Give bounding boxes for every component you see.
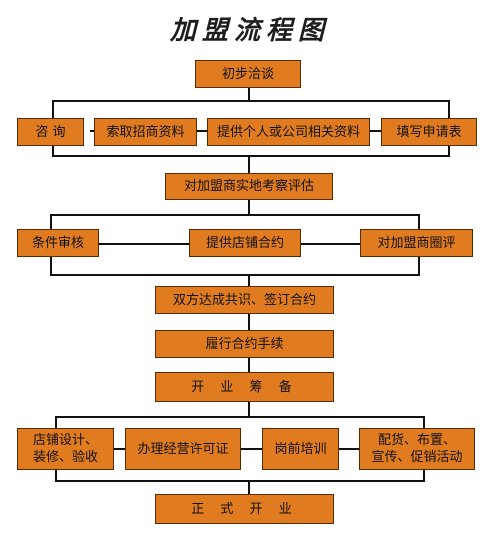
step-check-conditions: 条件审核 xyxy=(17,229,99,257)
connector xyxy=(248,274,250,286)
connector xyxy=(248,88,250,100)
connector xyxy=(248,402,250,416)
step-evaluate: 对加盟商圈评 xyxy=(360,229,473,257)
step-initial-talks: 初步洽谈 xyxy=(195,60,301,88)
diagram-title: 加盟流程图 xyxy=(169,16,330,46)
step-logistics-line1: 配货、布置、 xyxy=(377,433,456,448)
step-prepare: 开 业 筹 备 xyxy=(155,372,334,402)
step-provide-info: 提供个人或公司相关资料 xyxy=(207,118,370,146)
step-licenses: 办理经营许可证 xyxy=(125,428,241,470)
connector xyxy=(248,314,250,330)
step-fill-form: 填写申请表 xyxy=(381,118,477,146)
step-fulfill: 履行合约手续 xyxy=(155,330,334,358)
step-consult: 咨 询 xyxy=(17,118,84,146)
connector xyxy=(50,214,420,216)
step-training: 岗前培训 xyxy=(262,428,339,470)
connector xyxy=(55,480,425,482)
step-request-info: 索取招商资料 xyxy=(94,118,197,146)
step-logistics-line2: 宣传、促销活动 xyxy=(371,450,463,465)
connector xyxy=(52,100,450,102)
step-consensus: 双方达成共识、签订合约 xyxy=(155,286,334,314)
step-store-design: 店铺设计、 装修、验收 xyxy=(17,428,114,470)
step-provide-contract: 提供店铺合约 xyxy=(189,229,301,257)
step-grand-opening: 正 式 开 业 xyxy=(155,494,334,524)
connector xyxy=(248,358,250,372)
connector xyxy=(55,416,425,418)
step-logistics: 配货、布置、 宣传、促销活动 xyxy=(359,428,475,470)
step-store-design-line1: 店铺设计、 xyxy=(32,433,98,448)
connector xyxy=(50,274,420,276)
step-store-design-line2: 装修、验收 xyxy=(32,450,98,465)
connector xyxy=(248,155,250,173)
connector xyxy=(248,200,250,214)
connector xyxy=(52,155,450,157)
connector xyxy=(248,480,250,494)
step-site-visit: 对加盟商实地考察评估 xyxy=(165,173,333,200)
